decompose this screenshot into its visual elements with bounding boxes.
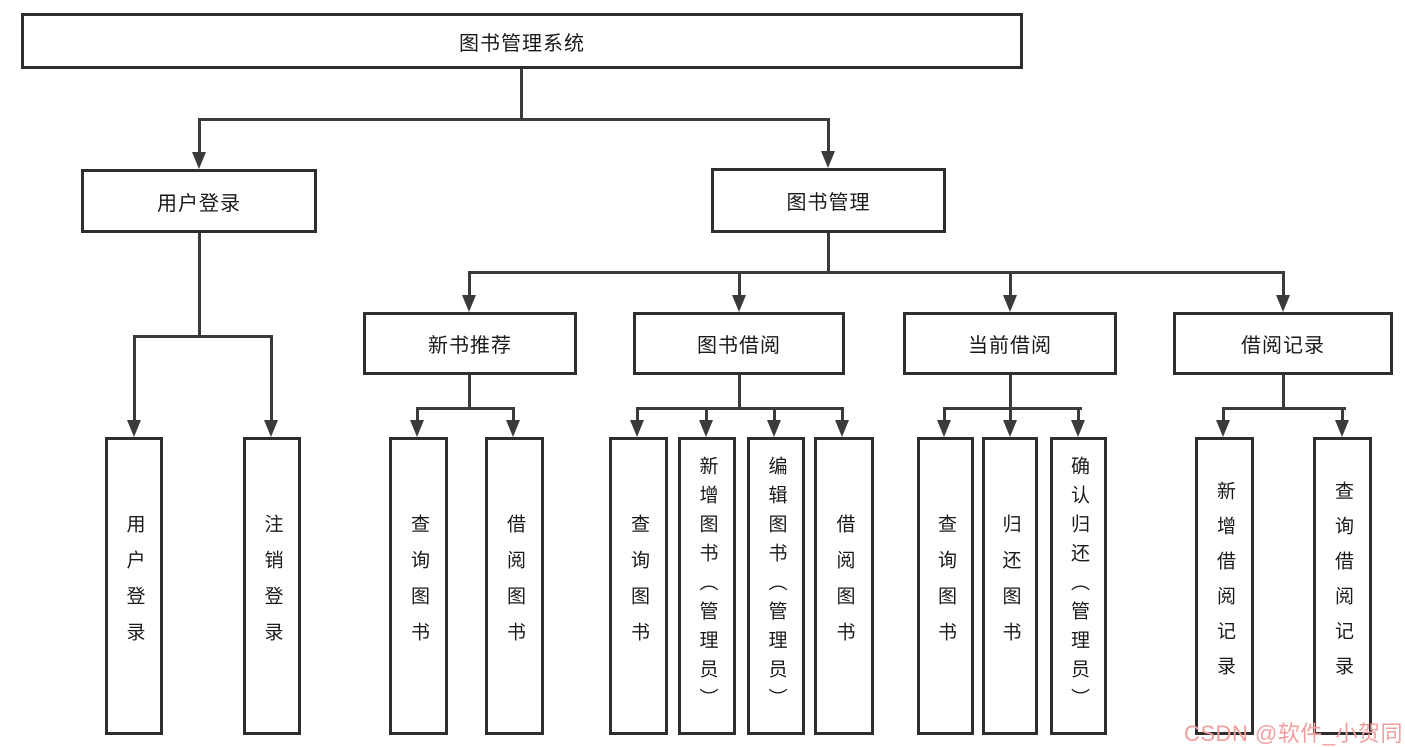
leaf-user-login-label: 用户登录 <box>123 514 145 658</box>
leaf-add-books-admin: 新增图书（管理员） <box>678 437 736 735</box>
node-new-book-recommend-label: 新书推荐 <box>428 335 512 357</box>
connector-l2-hline <box>198 118 830 121</box>
arrowhead-leaf-user-login <box>127 420 141 437</box>
connector-borrow-branch-4 <box>841 410 844 420</box>
connector-recommend-branch-1 <box>416 410 419 420</box>
node-root-label: 图书管理系统 <box>459 32 585 55</box>
node-book-management-label: 图书管理 <box>786 192 871 214</box>
connector-mgmt-stem <box>827 233 830 271</box>
connector-current-branch-3 <box>1077 410 1080 420</box>
arrowhead-book-management <box>821 151 835 168</box>
connector-current-branch-1 <box>943 410 946 420</box>
arrowhead-query-books-borrow <box>630 420 644 437</box>
connector-current-branch-2 <box>1009 410 1012 420</box>
connector-borrow-branch-3 <box>773 410 776 420</box>
connector-l2-branch-left <box>198 121 201 152</box>
connector-recommend-stem <box>468 375 471 407</box>
leaf-borrow-books-recommend-label: 借阅图书 <box>504 514 525 658</box>
node-user-login-label: 用户登录 <box>157 192 241 215</box>
leaf-query-books-borrow-label: 查询图书 <box>628 514 649 658</box>
connector-login-stem <box>198 233 201 335</box>
arrowhead-new-book-recommend <box>462 295 476 312</box>
connector-borrow-stem <box>738 375 741 407</box>
leaf-query-books-recommend: 查询图书 <box>389 437 448 735</box>
arrowhead-borrow-books-recommend <box>506 420 520 437</box>
arrowhead-borrow-records <box>1276 295 1290 312</box>
arrowhead-leaf-logout <box>264 420 278 437</box>
leaf-borrow-books-recommend: 借阅图书 <box>485 437 544 735</box>
connector-login-hline <box>133 335 273 338</box>
leaf-query-borrow-record-label: 查询借阅记录 <box>1332 481 1353 691</box>
leaf-query-borrow-record: 查询借阅记录 <box>1313 437 1372 735</box>
connector-records-hline <box>1222 407 1346 410</box>
leaf-edit-books-admin-label: 编辑图书（管理员） <box>765 455 787 717</box>
leaf-query-books-current: 查询图书 <box>917 437 974 735</box>
leaf-logout-login: 注销登录 <box>243 437 301 735</box>
node-root: 图书管理系统 <box>21 13 1023 69</box>
node-new-book-recommend: 新书推荐 <box>363 312 577 375</box>
node-current-borrow: 当前借阅 <box>903 312 1117 375</box>
connector-login-branch-1 <box>133 338 136 420</box>
leaf-query-books-recommend-label: 查询图书 <box>408 514 429 658</box>
connector-l2-branch-right <box>827 121 830 151</box>
arrowhead-book-borrow <box>732 295 746 312</box>
leaf-query-books-borrow: 查询图书 <box>609 437 668 735</box>
arrowhead-query-books-recommend <box>410 420 424 437</box>
leaf-confirm-return-admin: 确认归还（管理员） <box>1050 437 1107 735</box>
leaf-add-books-admin-label: 新增图书（管理员） <box>696 455 718 717</box>
leaf-borrow-books: 借阅图书 <box>814 437 874 735</box>
leaf-confirm-return-admin-label: 确认归还（管理员） <box>1068 455 1089 717</box>
connector-recommend-branch-2 <box>512 410 515 420</box>
node-user-login: 用户登录 <box>81 169 317 233</box>
node-borrow-records: 借阅记录 <box>1173 312 1393 375</box>
connector-borrow-branch-1 <box>636 410 639 420</box>
connector-l3-branch-2 <box>738 274 741 295</box>
arrowhead-edit-books-admin <box>767 420 781 437</box>
arrowhead-add-books-admin <box>699 420 713 437</box>
leaf-query-books-current-label: 查询图书 <box>935 514 956 658</box>
connector-records-branch-2 <box>1341 410 1344 420</box>
connector-records-stem <box>1282 375 1285 407</box>
connector-l3-hline <box>468 271 1285 274</box>
csdn-watermark: CSDN @软件_小贺同学 <box>1184 721 1404 746</box>
arrowhead-current-borrow <box>1003 295 1017 312</box>
connector-l3-branch-4 <box>1282 274 1285 295</box>
node-book-management: 图书管理 <box>711 168 946 233</box>
node-book-borrow-label: 图书借阅 <box>697 335 781 357</box>
connector-root-stem <box>520 69 523 118</box>
connector-records-branch-1 <box>1222 410 1225 420</box>
arrowhead-add-borrow-record <box>1216 420 1230 437</box>
node-borrow-records-label: 借阅记录 <box>1241 335 1325 357</box>
arrowhead-confirm-return <box>1071 420 1085 437</box>
node-book-borrow: 图书借阅 <box>633 312 845 375</box>
arrowhead-user-login <box>192 152 206 169</box>
arrowhead-query-borrow-record <box>1335 420 1349 437</box>
connector-login-branch-2 <box>270 338 273 420</box>
leaf-return-books-label: 归还图书 <box>999 514 1021 658</box>
node-current-borrow-label: 当前借阅 <box>968 335 1052 357</box>
leaf-logout-login-label: 注销登录 <box>261 514 283 658</box>
arrowhead-borrow-books <box>835 420 849 437</box>
leaf-borrow-books-label: 借阅图书 <box>833 514 855 658</box>
connector-current-stem <box>1009 375 1012 407</box>
leaf-edit-books-admin: 编辑图书（管理员） <box>747 437 805 735</box>
connector-recommend-hline <box>416 407 515 410</box>
leaf-add-borrow-record-label: 新增借阅记录 <box>1214 481 1235 691</box>
connector-l3-branch-1 <box>468 274 471 295</box>
connector-borrow-hline <box>636 407 844 410</box>
leaf-return-books: 归还图书 <box>982 437 1038 735</box>
leaf-user-login: 用户登录 <box>105 437 163 735</box>
connector-current-hline <box>943 407 1082 410</box>
connector-l3-branch-3 <box>1009 274 1012 295</box>
arrowhead-return-books <box>1003 420 1017 437</box>
connector-borrow-branch-2 <box>705 410 708 420</box>
arrowhead-query-books-current <box>937 420 951 437</box>
leaf-add-borrow-record: 新增借阅记录 <box>1195 437 1254 735</box>
